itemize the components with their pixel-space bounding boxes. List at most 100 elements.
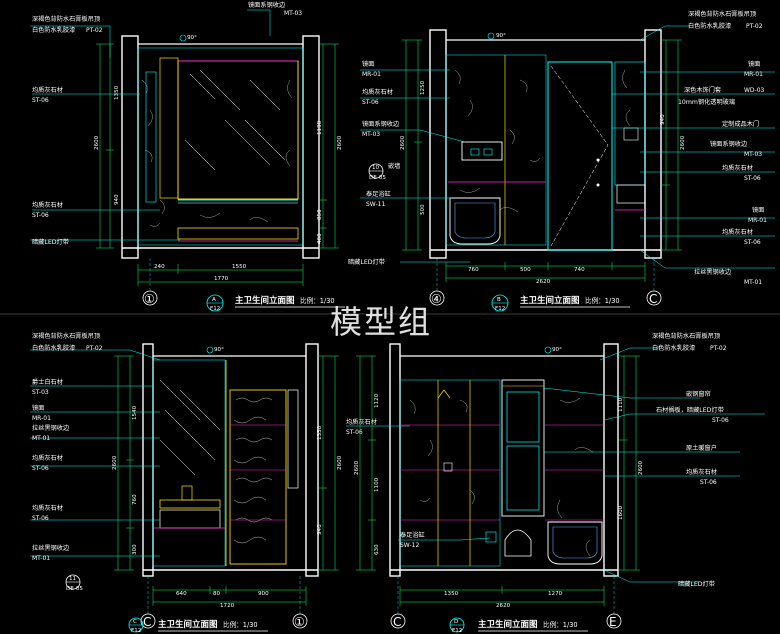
callout-tl-6-name: 暗藏LED灯带 (32, 238, 69, 246)
callout-br-r5-name: 原土暖窗户 (686, 444, 717, 452)
callout-tl-2-name: 深褐色背防水石膏板吊顶 (32, 15, 100, 23)
dim-tl-r1: 1190 (317, 120, 323, 135)
callout-br-l2-name: 泰足浴缸 (400, 531, 425, 539)
callouts-tr-left (360, 69, 470, 263)
grid-bubble-br-left (390, 613, 406, 629)
dim-tl-b3: 1770 (214, 276, 229, 282)
callouts-br-right (543, 347, 765, 583)
dim-bl-r1: 1350 (317, 425, 323, 440)
bathtub-inner (454, 202, 496, 239)
dim-tl-l1: 1350 (114, 85, 120, 100)
callout-br-r3-name: 嵌钢窗帘 (686, 390, 711, 398)
wall-right (305, 343, 319, 577)
callout-tr-l5-name: 泰足浴缸 (366, 190, 391, 198)
dim-tr-l2: 2600 (400, 135, 406, 150)
dim-bl-r2: 2600 (337, 455, 343, 470)
dim-bl-l3: 760 (132, 494, 138, 505)
view-bubble-tl-num: A (212, 297, 216, 303)
view-bubble-br-sheet: F12 (452, 628, 462, 634)
dim-bl-b3: 900 (258, 591, 269, 597)
watermark-text: 模型组 (330, 303, 432, 341)
ceiling-angle: 90° (214, 347, 224, 353)
dim-tr-l1: 1250 (420, 80, 426, 95)
dim-br-l1: 1120 (374, 393, 380, 408)
callout-bl-2-code: PT-02 (86, 345, 103, 352)
dim-tl-b2: 1550 (232, 264, 247, 270)
callout-br-r6-name: 均质灰石材 (686, 468, 717, 476)
callout-tl-4-code: ST-06 (32, 97, 49, 104)
grid-label-tl-right: ④ (431, 292, 442, 306)
callout-tr-r10-name: 均质灰石材 (722, 228, 753, 236)
callout-tr-r1-name: 深褐色背防水石膏板吊顶 (688, 10, 756, 18)
callout-bl-2-name: 白色防水乳胶漆 (32, 344, 75, 352)
callout-bl-8-name: 拉丝黑钢收边 (32, 544, 70, 552)
callout-tl-5-name: 均质灰石材 (32, 201, 63, 209)
ceiling-marker-icon (206, 346, 214, 354)
callout-bl-8-code: MT-01 (32, 555, 50, 562)
callout-br-l2-code: SW-12 (400, 542, 419, 549)
callout-tr-l1-code: MR-01 (362, 71, 381, 78)
callout-tr-r2-name: 白色防水乳胶漆 (688, 22, 731, 30)
grid-bubble-tl-left (142, 290, 158, 306)
dim-tl-r2: 2600 (337, 135, 343, 150)
callout-tr-l6-name: 暗藏LED灯带 (348, 258, 385, 266)
mirror-wall (152, 359, 226, 567)
callout-tr-r5-name: 10mm钢化透明玻璃 (678, 98, 735, 106)
callout-tl-4-name: 均质灰石材 (32, 86, 63, 94)
bathtub (547, 521, 603, 565)
dim-tr-r2: 2600 (680, 135, 686, 150)
dim-tr-b1: 760 (468, 267, 479, 273)
view-title-tl: 主卫生间立面图 (235, 295, 295, 306)
bathtub-inner (552, 526, 598, 559)
outlet-icon (443, 462, 453, 472)
ceiling-marker-icon (179, 34, 187, 42)
dims-bl-bottom (152, 586, 307, 606)
dim-bl-l4: 300 (132, 544, 138, 555)
dim-tr-b2: 500 (520, 267, 531, 273)
dims-br-right (618, 355, 640, 571)
grid-label-br-left: C (393, 615, 401, 629)
view-scale-bl: 比例：1/30 (223, 620, 258, 629)
callout-tr-r10-code: ST-06 (744, 239, 761, 246)
dim-tl-l3: 940 (114, 194, 120, 205)
callout-br-r2-name: 白色防水乳胶漆 (652, 344, 695, 352)
dim-tr-b4: 2620 (536, 279, 551, 285)
grid-bubble-br-right (606, 613, 622, 629)
door-handle-icon (596, 158, 600, 162)
marble-veining (454, 69, 631, 213)
callout-bl-1-name: 深褐色背防水石膏板吊顶 (32, 332, 100, 340)
dim-bl-l1: 1540 (132, 405, 138, 420)
dim-tl-r3: 850 (317, 209, 323, 220)
callout-bl-3-code: ST-03 (32, 389, 49, 396)
grid-bubble-bl-right (292, 613, 308, 629)
callout-tr-r7-code: MT-03 (744, 151, 762, 158)
callout-tr-r3-code: MR-01 (744, 71, 763, 78)
dim-bl-b4: 1720 (220, 603, 235, 609)
wall-right (603, 343, 619, 577)
ceiling-marker-icon (544, 346, 552, 354)
view-title-tr: 主卫生间立面图 (520, 295, 580, 306)
door-handle-icon (596, 183, 600, 187)
callout-tr-r11-code: MT-01 (744, 279, 762, 286)
niche-control-icon (483, 148, 493, 156)
callout-tr-r9-name: 镜面 (752, 206, 764, 214)
elevation-view-c: 90° 11 DE-05 深褐色背防水石膏板吊顶 白色防水乳胶漆 PT-02 爵… (30, 332, 343, 634)
callout-tr-r8-name: 均质灰石材 (722, 164, 753, 172)
dims-br-left (356, 355, 376, 571)
grid-label-br-right: E (609, 615, 617, 629)
door-swing (550, 65, 609, 247)
section-tr-num: 10 (372, 165, 380, 171)
callout-tr-r9-code: MR-01 (748, 217, 767, 224)
callout-tr-l1-name: 镜面 (362, 60, 374, 68)
dim-bl-l2: 2600 (112, 455, 118, 470)
view-scale-tl: 比例：1/30 (300, 296, 335, 305)
dim-br-b3: 2620 (496, 603, 511, 609)
ceiling-angle: 90° (187, 35, 197, 41)
callout-tr-l2-code: ST-06 (362, 99, 379, 106)
view-title-br: 主卫生间立面图 (478, 619, 538, 630)
dim-br-b2: 1270 (548, 591, 563, 597)
dim-br-r3: 1600 (618, 505, 624, 520)
stone-wall-panel (445, 54, 547, 246)
callout-bl-6-code: ST-06 (32, 465, 49, 472)
